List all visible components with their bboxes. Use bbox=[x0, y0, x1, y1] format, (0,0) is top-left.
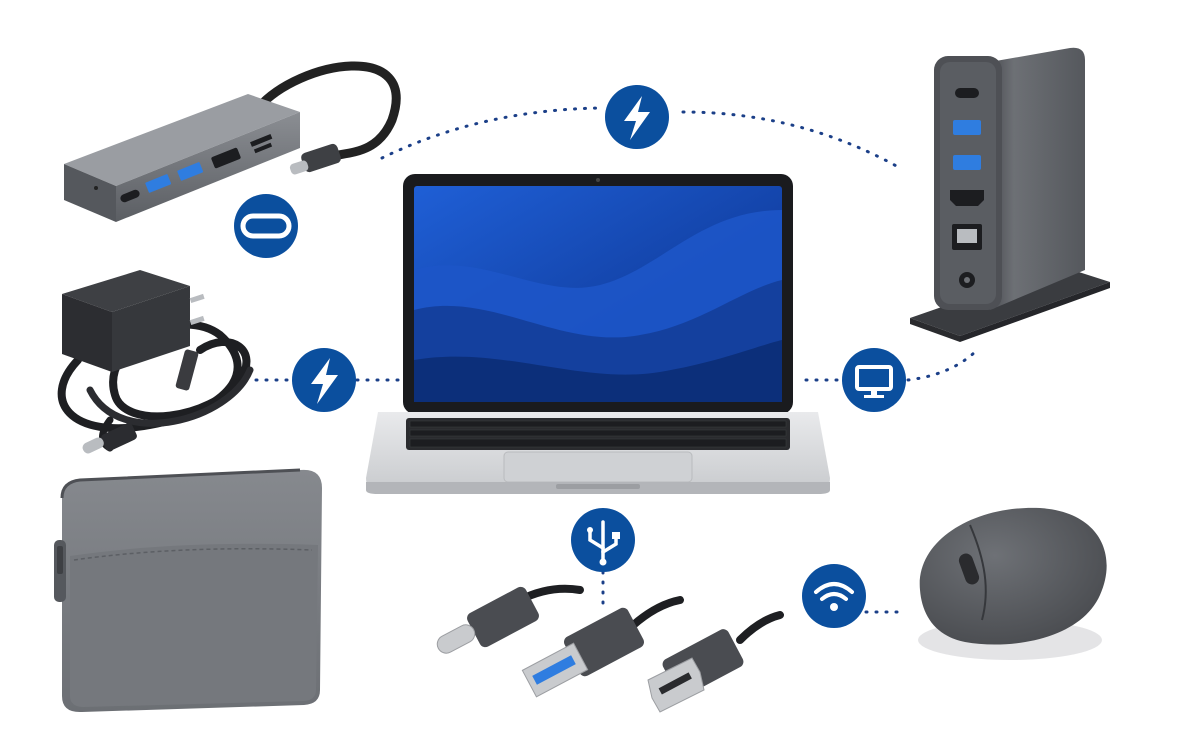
hub-port-hdmi bbox=[211, 147, 241, 169]
laptop-camera bbox=[596, 178, 600, 182]
laptop-trackpad bbox=[503, 451, 693, 483]
wireless-badge bbox=[802, 564, 866, 628]
mouse-body bbox=[919, 507, 1107, 645]
sleeve-stitch bbox=[73, 548, 313, 561]
charger-prong-1 bbox=[189, 293, 205, 304]
dock-stand-edge-right bbox=[960, 282, 1110, 342]
charger-power-badge bbox=[292, 348, 356, 412]
dock-port-ethernet-inner bbox=[957, 229, 977, 243]
hub-cable-plug-housing bbox=[301, 143, 341, 173]
connector-hub-to-top bbox=[380, 106, 602, 160]
usb-a-cable bbox=[521, 596, 684, 698]
monitor-icon bbox=[855, 365, 893, 398]
hub-cable-plug-tip bbox=[289, 160, 309, 175]
hub-cable bbox=[253, 61, 401, 165]
hub-led bbox=[94, 186, 98, 190]
dock-stand-edge bbox=[910, 318, 960, 342]
laptop bbox=[366, 174, 830, 494]
dock-port-usba-2 bbox=[953, 155, 981, 170]
usb-c-cable bbox=[436, 584, 584, 654]
charger-cable-plug bbox=[101, 422, 137, 452]
charger-prong-2 bbox=[189, 315, 205, 326]
laptop-sleeve bbox=[54, 468, 322, 713]
usb-c-hub bbox=[64, 61, 401, 222]
wall-charger bbox=[57, 270, 254, 454]
sleeve-pocket bbox=[70, 543, 318, 707]
cables bbox=[436, 584, 784, 713]
usb-c-port-icon bbox=[240, 213, 292, 239]
charger-cable-tip bbox=[82, 437, 104, 454]
dock-front-inner bbox=[940, 62, 996, 304]
hub-port-microsd bbox=[253, 142, 273, 154]
dock-port-usbc bbox=[955, 88, 979, 98]
dotted-connectors bbox=[254, 106, 977, 614]
wireless-mouse bbox=[918, 507, 1107, 660]
charger-brick-side bbox=[112, 286, 190, 372]
usb-c-badge bbox=[234, 194, 298, 258]
sleeve-zipper-line bbox=[60, 468, 301, 499]
hub-front-face bbox=[64, 164, 116, 222]
hub-port-usbc bbox=[120, 189, 140, 203]
display-badge bbox=[842, 348, 906, 412]
connector-top-to-dock bbox=[681, 110, 902, 170]
hub-side-face bbox=[116, 112, 300, 222]
wifi-icon bbox=[814, 582, 854, 601]
hub-port-sd bbox=[250, 134, 273, 147]
lightning-bolt-icon bbox=[624, 96, 650, 140]
hub-body bbox=[64, 94, 300, 186]
mouse-scroll-wheel bbox=[958, 553, 980, 585]
top-power-badge bbox=[605, 85, 669, 149]
charger-cable-strap bbox=[175, 349, 199, 391]
hub-port-usba-1 bbox=[145, 174, 172, 193]
charger-brick-front bbox=[62, 294, 112, 372]
screen-wave-3 bbox=[414, 340, 782, 402]
laptop-notch bbox=[556, 484, 640, 489]
mouse-button-split bbox=[969, 524, 987, 621]
hub-port-usba-2 bbox=[177, 162, 204, 181]
connector-monitor-badge-to-dock bbox=[906, 350, 977, 382]
keyboard-keys bbox=[409, 420, 787, 448]
lightning-bolt-icon bbox=[311, 358, 338, 404]
dock-port-hdmi bbox=[950, 190, 984, 206]
charger-brick-top bbox=[62, 270, 190, 312]
usb-symbol-icon bbox=[588, 520, 618, 564]
dock-port-usba-1 bbox=[953, 120, 981, 135]
hdmi-cable bbox=[647, 611, 784, 713]
dock-body-side bbox=[990, 47, 1085, 310]
charger-cable-coil-2 bbox=[86, 366, 254, 427]
docking-station bbox=[910, 47, 1110, 342]
usb-badge bbox=[571, 508, 635, 572]
